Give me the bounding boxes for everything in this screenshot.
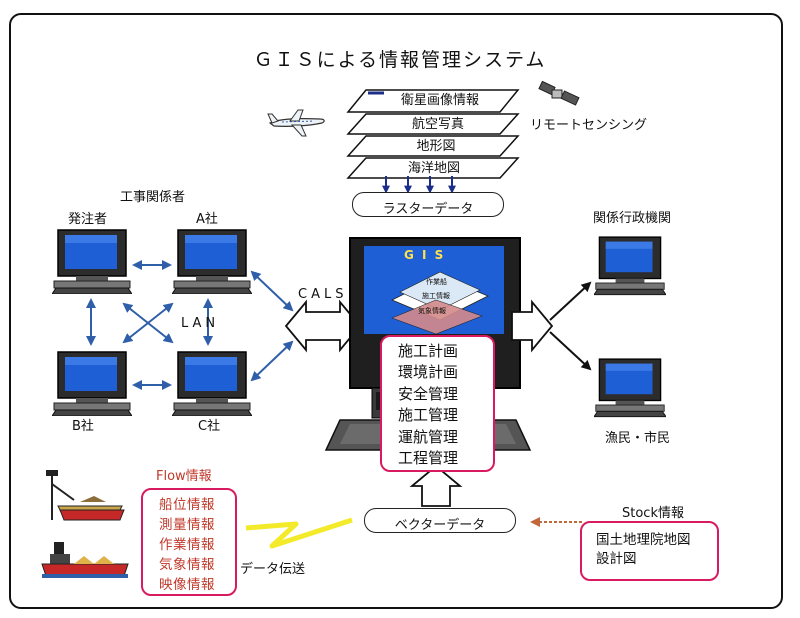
gis-app-item: 安全管理 [398,384,459,403]
lan-label: LAN [181,316,220,331]
flow-item: 映像情報 [159,577,215,593]
remote-sensing-label: リモートセンシング [530,118,648,133]
gis-screen-layer-1: 作業船 [426,278,447,286]
gis-app-item: 運航管理 [398,427,459,446]
stock-item: 国土地理院地図 [596,532,691,548]
cals-arrow [284,299,362,353]
data-transfer-lightning [245,517,353,549]
pc-admin [594,236,666,296]
gis-applications-box: 施工計画 環境計画 安全管理 施工管理 運航管理 工程管理 [380,335,495,472]
gis-screen-logo: G I S [404,248,446,262]
company-c-label: C社 [198,419,221,434]
company-a-label: A社 [196,212,218,227]
satellite-icon [538,80,580,106]
layer-topographic-map: 地形図 [416,139,456,154]
stock-item: 設計図 [596,551,637,567]
layer-down-arrows [382,176,456,194]
lan-arrows [86,260,294,390]
diagram-frame [9,13,783,609]
flow-item: 測量情報 [159,517,215,533]
layer-satellite: 衛星画像情報 [400,93,479,108]
gis-app-item: 施工計画 [398,342,459,360]
layer-sheet-2 [346,113,520,135]
work-ship-icon [41,542,129,578]
flow-item: 作業情報 [159,537,215,553]
flow-info-box: 船位情報 測量情報 作業情報 気象情報 映像情報 [141,488,237,596]
gis-screen-layer-3: 気象情報 [418,307,446,315]
company-b-label: B社 [72,419,94,434]
data-layers [346,89,520,179]
gis-output-arrows [511,281,592,371]
cals-label: CALS [298,287,348,302]
citizens-label: 漁民・市民 [605,431,671,446]
airplane-icon [267,109,325,137]
crane-ship-icon [46,470,125,521]
vector-up-arrow [409,464,463,507]
flow-item: 気象情報 [159,557,215,573]
pc-company-b [52,351,132,416]
stock-info-title: Stock情報 [622,506,684,521]
gis-app-item: 施工管理 [398,406,459,425]
data-transfer-label: データ伝送 [240,562,306,577]
layer-aerial-photo: 航空写真 [411,117,464,132]
layer-sheet-3 [346,135,520,157]
diagram-title: ＧＩＳによる情報管理システム [253,49,547,71]
flow-info-title: Flow情報 [156,469,212,484]
admin-agencies-label: 関係行政機関 [593,211,672,226]
layer-sheet-4 [346,157,520,179]
orderer-label: 発注者 [68,212,108,227]
vector-data-pill: ベクターデータ [364,508,516,533]
stock-info-box: 国土地理院地図 設計図 [580,521,719,581]
pc-citizens [594,358,666,418]
gis-app-item: 工程管理 [398,449,459,468]
gis-app-item: 環境計画 [398,363,459,382]
flow-item: 船位情報 [159,497,215,513]
layer-marine-chart: 海洋地図 [407,161,460,176]
pc-orderer [52,229,132,294]
construction-group-title: 工事関係者 [120,190,186,205]
pc-company-c [172,351,252,416]
layer-sheet-1 [346,89,520,113]
raster-data-pill: ラスターデータ [352,192,504,217]
pc-company-a [172,229,252,294]
gis-screen-layer-2: 施工情報 [422,292,450,300]
